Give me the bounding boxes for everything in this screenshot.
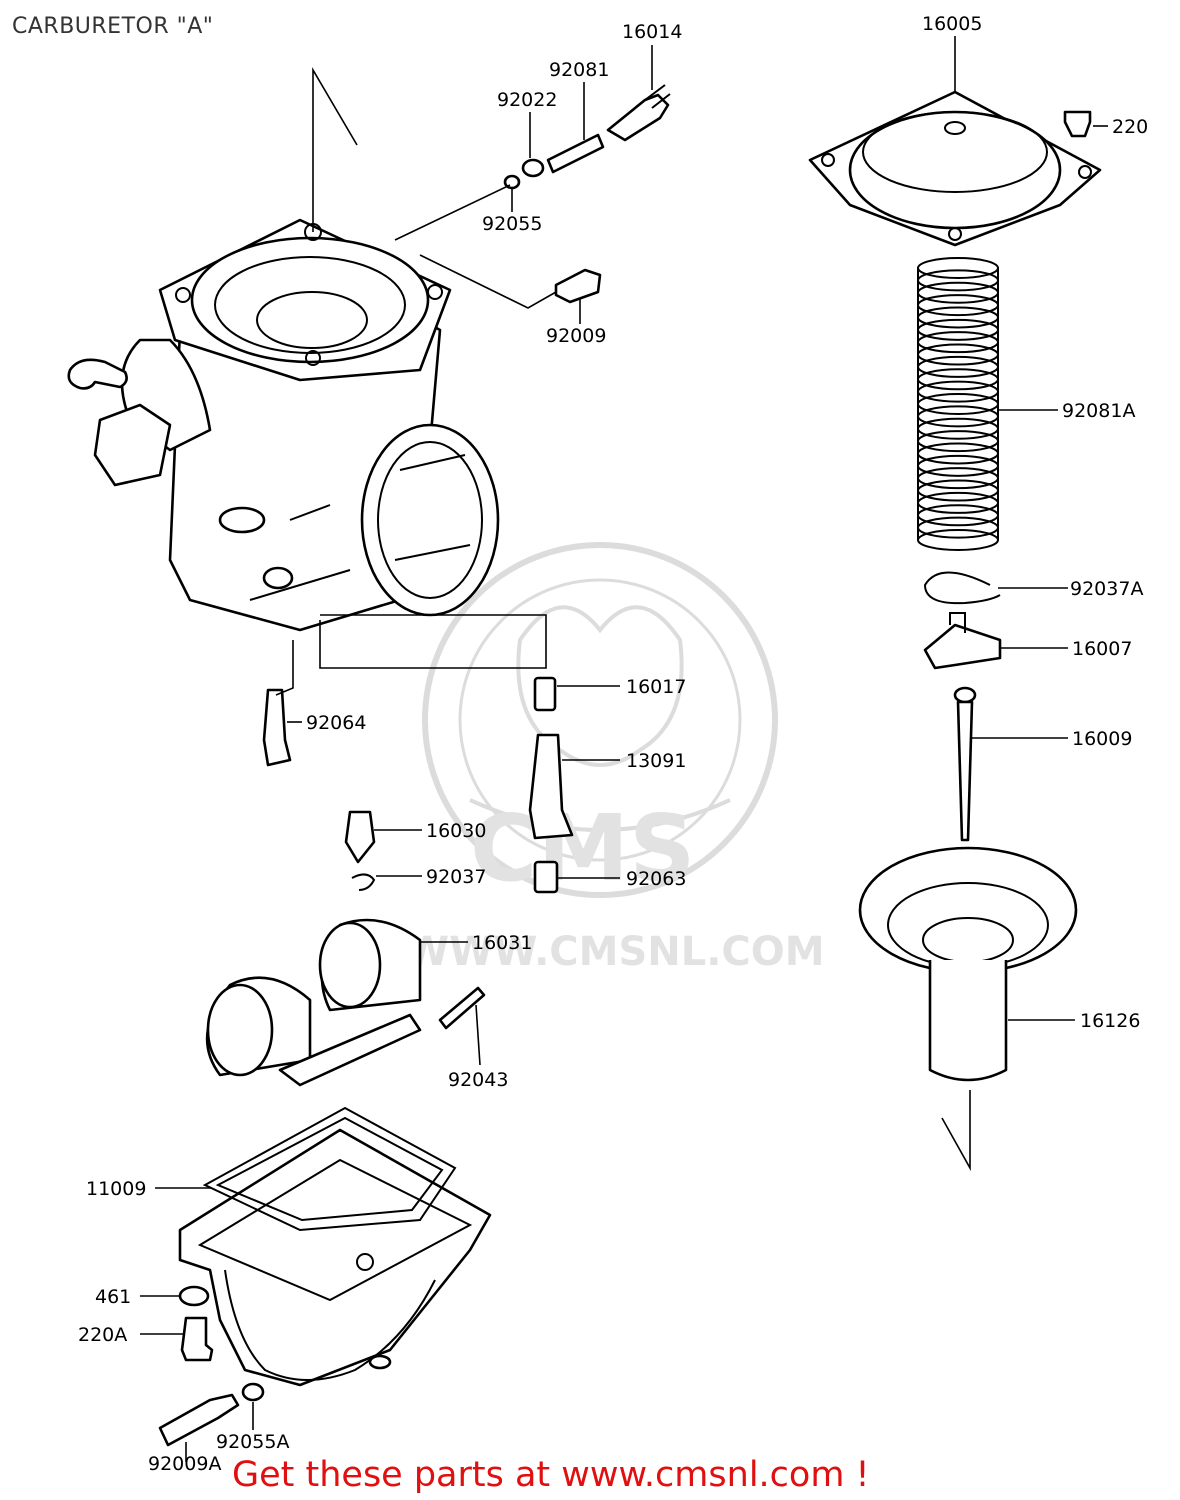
label-16126: 16126 <box>1080 1010 1140 1032</box>
small-parts <box>158 84 1092 1447</box>
spring-92081A <box>917 257 1000 551</box>
watermark-url: WWW.CMSNL.COM <box>405 929 825 975</box>
label-92081A: 92081A <box>1062 400 1135 422</box>
label-220A: 220A <box>78 1324 127 1346</box>
gasket-11009 <box>202 1106 457 1232</box>
label-16009: 16009 <box>1072 728 1132 750</box>
label-92037A: 92037A <box>1070 578 1143 600</box>
label-92081: 92081 <box>549 59 609 81</box>
label-92037: 92037 <box>426 866 486 888</box>
carburetor-body <box>67 218 500 632</box>
footer-link-text[interactable]: Get these parts at www.cmsnl.com ! <box>232 1455 870 1495</box>
label-13091: 13091 <box>626 750 686 772</box>
label-92064: 92064 <box>306 712 366 734</box>
page-title: CARBURETOR "A" <box>12 14 214 39</box>
label-461: 461 <box>95 1286 131 1308</box>
label-92063: 92063 <box>626 868 686 890</box>
label-16017: 16017 <box>626 676 686 698</box>
label-11009: 11009 <box>86 1178 146 1200</box>
label-16007: 16007 <box>1072 638 1132 660</box>
watermark: CMS WWW.CMSNL.COM <box>405 542 825 975</box>
diaphragm-16126 <box>858 846 1078 1082</box>
label-92055A: 92055A <box>216 1431 289 1453</box>
label-16030: 16030 <box>426 820 486 842</box>
top-cover-16005 <box>808 90 1102 247</box>
label-220: 220 <box>1112 116 1148 138</box>
label-92009A: 92009A <box>148 1453 221 1475</box>
watermark-logo: CMS <box>470 795 695 902</box>
retainer-needle <box>923 571 1002 842</box>
label-92043: 92043 <box>448 1069 508 1091</box>
label-92055: 92055 <box>482 213 542 235</box>
guide-lines <box>275 67 971 1172</box>
label-16014: 16014 <box>622 21 682 43</box>
leaders <box>140 36 1108 1462</box>
label-16031: 16031 <box>472 932 532 954</box>
float-bowl <box>178 1128 492 1387</box>
floats-16031 <box>205 918 422 1087</box>
label-92009: 92009 <box>546 325 606 347</box>
part-labels: 16014 92081 92022 92055 92009 16005 220 … <box>78 13 1148 1475</box>
label-92022: 92022 <box>497 89 557 111</box>
label-16005: 16005 <box>922 13 982 35</box>
